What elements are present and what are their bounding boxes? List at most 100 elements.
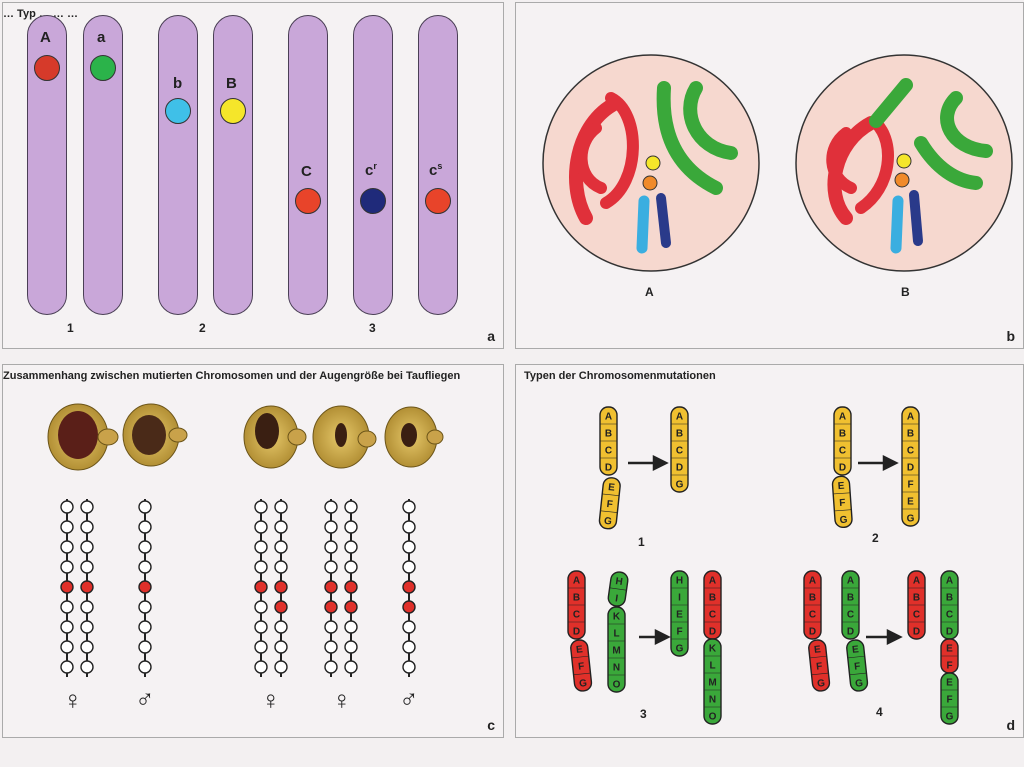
bead — [344, 620, 358, 634]
example-number-2: 2 — [872, 531, 879, 545]
gene-b — [165, 98, 191, 124]
bead — [138, 560, 152, 574]
fly-chromosome-diagram — [47, 403, 444, 677]
strip-letter: D — [847, 627, 854, 638]
strip-letter: B — [839, 429, 846, 440]
strip-letter: E — [837, 481, 845, 492]
strip-letter: G — [839, 515, 848, 527]
strip-letter: F — [946, 661, 952, 672]
strip-letter: C — [946, 610, 953, 621]
bead — [402, 640, 416, 654]
chromosome-strip: EFG — [598, 477, 621, 530]
bead — [80, 540, 94, 554]
fly-head-3 — [243, 405, 307, 469]
sex-symbol-3: ♀ — [261, 685, 281, 715]
strip-letter: A — [605, 412, 612, 423]
panel-letter-c: c — [487, 717, 495, 733]
bead — [344, 500, 358, 514]
strip-letter: F — [907, 480, 913, 491]
gene-A — [34, 55, 60, 81]
panel-b: A B b — [515, 2, 1024, 349]
example-number-1: 1 — [638, 535, 645, 549]
strip-letter: E — [676, 610, 683, 621]
strip-letter: C — [709, 610, 716, 621]
strip-letter: G — [579, 678, 588, 690]
bead — [324, 540, 338, 554]
bead — [60, 660, 74, 674]
strip-letter: H — [615, 576, 624, 588]
strip-letter: A — [573, 576, 580, 587]
bead — [138, 600, 152, 614]
bead — [324, 660, 338, 674]
mutant-bead — [60, 580, 74, 594]
bead — [80, 620, 94, 634]
strip-letter: F — [816, 661, 823, 673]
panel-letter-d: d — [1006, 717, 1015, 733]
bead — [274, 560, 288, 574]
strip-letter: K — [613, 612, 621, 623]
bead — [274, 620, 288, 634]
strip-letter: C — [907, 446, 914, 457]
bead — [324, 560, 338, 574]
strip-letter: B — [847, 593, 854, 604]
mutation-types-diagram: ABCDEFGABCDGABCDEFGABCDFEGABCDEFGHIKLMNO… — [567, 406, 959, 725]
bead — [80, 520, 94, 534]
bead — [254, 660, 268, 674]
strip-letter: K — [709, 644, 717, 655]
strip-letter: D — [809, 627, 816, 638]
chromosome-3-right — [418, 15, 458, 315]
strip-letter: D — [676, 463, 683, 474]
strip-letter: B — [605, 429, 612, 440]
gene-label-cs: cs — [429, 161, 443, 179]
bead — [60, 540, 74, 554]
mutant-bead — [254, 580, 268, 594]
sex-symbol-1: ♀ — [63, 685, 83, 715]
cell-label-A: A — [645, 285, 654, 299]
strip-letter: G — [946, 712, 954, 723]
strip-letter: C — [847, 610, 854, 621]
panel-a: … Typ … … … A a b B C cr cs 1 2 3 a — [2, 2, 504, 349]
bead — [274, 660, 288, 674]
panel-letter-b: b — [1006, 328, 1015, 344]
strip-letter: A — [839, 412, 846, 423]
strip-letter: N — [613, 663, 620, 674]
strip-letter: F — [854, 661, 861, 673]
cell-B — [795, 54, 1013, 272]
bead — [138, 540, 152, 554]
strip-letter: B — [907, 429, 914, 440]
strip-letter: C — [676, 446, 683, 457]
panel-letter-a: a — [487, 328, 495, 344]
bead — [138, 660, 152, 674]
bead — [402, 660, 416, 674]
bead — [254, 560, 268, 574]
bead — [60, 640, 74, 654]
group-number-3: 3 — [369, 321, 376, 335]
strip-letter: C — [573, 610, 580, 621]
strip-letter: A — [847, 576, 854, 587]
chromosome-strip: EF — [940, 638, 959, 674]
strip-letter: G — [855, 678, 864, 690]
bead — [60, 620, 74, 634]
bead — [344, 520, 358, 534]
strip-letter: A — [946, 576, 953, 587]
fly-head-5 — [384, 406, 444, 468]
karyotype-cells — [542, 54, 1013, 272]
bead — [60, 520, 74, 534]
strip-letter: E — [946, 644, 953, 655]
strip-letter: E — [852, 644, 860, 656]
mutant-bead — [274, 600, 288, 614]
cell-A — [542, 54, 760, 272]
strip-letter: G — [603, 516, 612, 528]
strip-letter: C — [605, 446, 612, 457]
strip-letter: D — [913, 627, 920, 638]
bead — [254, 500, 268, 514]
bead — [324, 500, 338, 514]
chromosome-1-left — [27, 15, 67, 315]
